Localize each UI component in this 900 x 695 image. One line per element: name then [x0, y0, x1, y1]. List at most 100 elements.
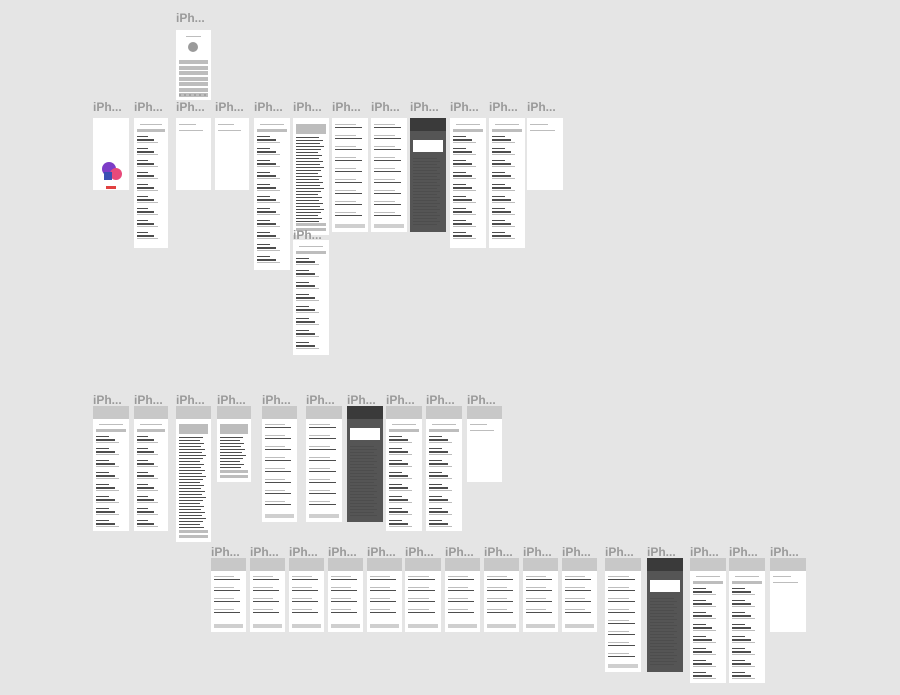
iphone-frame[interactable]	[467, 406, 502, 482]
content-line	[650, 649, 677, 651]
tab-icon[interactable]	[189, 94, 191, 96]
tab-icon[interactable]	[204, 94, 206, 96]
iphone-frame[interactable]	[134, 118, 168, 248]
continue-button[interactable]	[265, 514, 294, 518]
continue-button[interactable]	[331, 624, 360, 628]
content-line	[96, 472, 109, 473]
continue-button[interactable]	[487, 624, 516, 628]
continue-button[interactable]	[374, 224, 404, 228]
iphone-frame[interactable]	[605, 558, 641, 672]
continue-button[interactable]	[565, 624, 594, 628]
content-line	[413, 185, 440, 187]
content-line	[429, 514, 452, 515]
iphone-frame[interactable]	[176, 118, 211, 190]
content-line	[413, 167, 440, 169]
continue-button[interactable]	[526, 624, 555, 628]
continue-button[interactable]	[292, 624, 321, 628]
content-line	[220, 424, 248, 434]
continue-button[interactable]	[335, 224, 365, 228]
nav-header	[347, 406, 383, 419]
iphone-frame[interactable]	[405, 558, 441, 632]
iphone-frame[interactable]	[254, 118, 290, 270]
iphone-frame[interactable]	[729, 558, 765, 683]
iphone-frame[interactable]	[134, 406, 168, 531]
content-line	[389, 487, 408, 489]
frame-label: iPh...	[405, 545, 434, 559]
content-line	[389, 520, 402, 521]
start-button[interactable]	[106, 186, 116, 189]
frame-label: iPh...	[93, 393, 122, 407]
content-line	[96, 460, 109, 461]
tab-icon[interactable]	[184, 94, 186, 96]
iphone-frame[interactable]	[770, 558, 806, 632]
nav-header	[289, 558, 324, 571]
iphone-frame[interactable]	[332, 118, 368, 232]
content-line	[429, 451, 448, 453]
iphone-frame[interactable]	[347, 406, 383, 522]
content-line	[309, 490, 330, 491]
iphone-frame[interactable]	[217, 406, 251, 482]
content-line	[389, 442, 412, 443]
content-line	[492, 235, 511, 237]
content-line	[487, 598, 507, 599]
iphone-frame[interactable]	[523, 558, 558, 632]
iphone-frame[interactable]	[484, 558, 519, 632]
iphone-frame[interactable]	[289, 558, 324, 632]
content-line	[732, 639, 751, 641]
continue-button[interactable]	[253, 624, 282, 628]
tab-icon[interactable]	[194, 94, 196, 96]
iphone-frame[interactable]	[371, 118, 407, 232]
content-line	[179, 440, 200, 442]
iphone-frame[interactable]	[293, 118, 329, 235]
content-line	[492, 199, 511, 201]
content-line	[335, 193, 362, 194]
iphone-frame[interactable]	[450, 118, 486, 248]
iphone-frame[interactable]	[562, 558, 597, 632]
content-line	[137, 442, 158, 443]
iphone-frame[interactable]	[176, 406, 211, 542]
content-line	[492, 175, 511, 177]
content-line	[96, 520, 109, 521]
content-line	[137, 478, 158, 479]
iphone-frame[interactable]	[426, 406, 462, 531]
iphone-frame[interactable]	[690, 558, 726, 683]
continue-button[interactable]	[448, 624, 477, 628]
frame-label: iPh...	[690, 545, 719, 559]
iphone-frame[interactable]	[176, 30, 211, 100]
iphone-frame[interactable]	[211, 558, 246, 632]
content-line	[296, 330, 309, 331]
content-line	[257, 154, 280, 155]
content-line	[265, 493, 291, 494]
content-line	[732, 663, 751, 665]
continue-button[interactable]	[370, 624, 399, 628]
iphone-frame[interactable]	[262, 406, 297, 522]
iphone-frame[interactable]	[293, 240, 329, 355]
iphone-frame[interactable]	[367, 558, 402, 632]
content-line	[429, 511, 448, 513]
iphone-frame[interactable]	[306, 406, 342, 522]
iphone-frame[interactable]	[328, 558, 363, 632]
iphone-frame[interactable]	[410, 118, 446, 232]
iphone-frame[interactable]	[93, 118, 129, 190]
iphone-frame[interactable]	[489, 118, 525, 248]
content-line	[429, 523, 448, 525]
continue-button[interactable]	[214, 624, 243, 628]
tab-icon[interactable]	[179, 94, 181, 96]
iphone-frame[interactable]	[527, 118, 563, 190]
continue-button[interactable]	[408, 624, 438, 628]
content-line	[773, 576, 791, 577]
continue-button[interactable]	[309, 514, 339, 518]
iphone-frame[interactable]	[386, 406, 422, 531]
content-line	[448, 587, 468, 588]
iphone-frame[interactable]	[93, 406, 129, 531]
iphone-frame[interactable]	[250, 558, 285, 632]
iphone-frame[interactable]	[215, 118, 249, 190]
tab-icon[interactable]	[199, 94, 201, 96]
iphone-frame[interactable]	[445, 558, 480, 632]
content-line	[296, 285, 315, 287]
content-line	[296, 173, 318, 175]
continue-button[interactable]	[608, 664, 638, 668]
nav-header	[93, 406, 129, 419]
content-line	[137, 429, 165, 432]
iphone-frame[interactable]	[647, 558, 683, 672]
